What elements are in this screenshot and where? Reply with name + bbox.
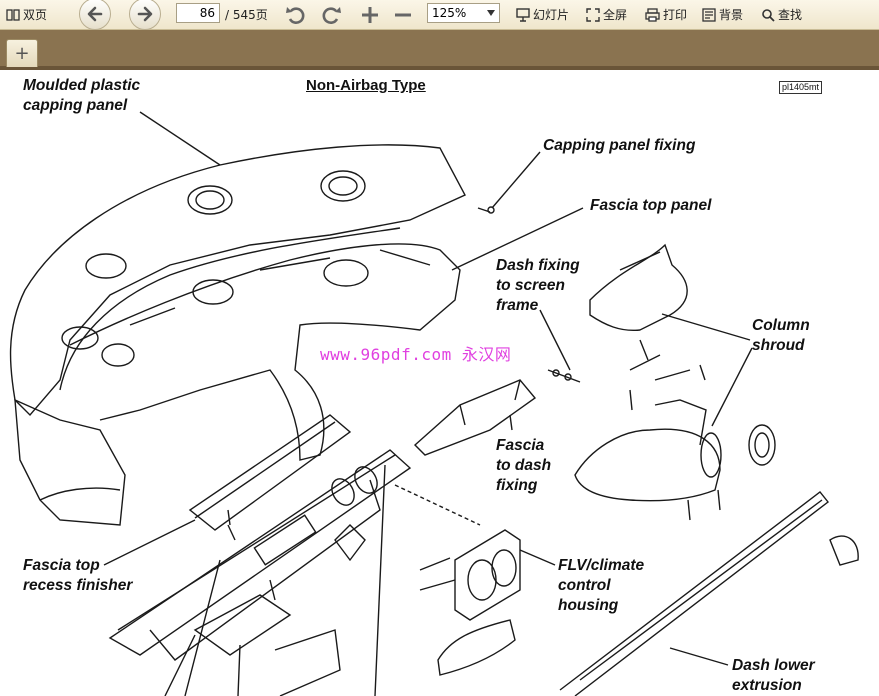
print-label: 打印 xyxy=(663,8,688,22)
zoom-out-button[interactable] xyxy=(392,0,414,29)
dual-page-button[interactable]: 双页 xyxy=(6,0,47,29)
exploded-diagram xyxy=(9,111,859,696)
printer-icon xyxy=(645,7,660,22)
label-fascia-top-panel: Fascia top panel xyxy=(590,197,712,214)
add-tab-button[interactable]: + xyxy=(6,39,38,67)
search-icon xyxy=(762,8,775,22)
arrow-right-icon xyxy=(137,6,153,22)
toolbar: 双页 86 / 545页 125% 幻灯片 全屏 打印 背景 查找 xyxy=(0,0,879,30)
slideshow-label: 幻灯片 xyxy=(533,8,570,22)
background-icon xyxy=(702,7,716,22)
figure-ref-code: pl1405mt xyxy=(779,81,823,94)
search-label: 查找 xyxy=(778,8,803,22)
label-fascia-to-dash: Fascia to dash fixing xyxy=(496,437,552,494)
page-number-input[interactable]: 86 xyxy=(176,3,220,23)
tab-bar: + xyxy=(0,30,879,70)
plus-icon xyxy=(362,6,378,23)
fullscreen-button[interactable]: 全屏 xyxy=(586,0,627,29)
zoom-in-button[interactable] xyxy=(359,0,381,29)
diagram-title: Non-Airbag Type xyxy=(306,77,426,94)
minus-icon xyxy=(395,13,411,16)
label-fascia-recess: Fascia top recess finisher xyxy=(23,557,133,594)
label-column-shroud: Column shroud xyxy=(752,317,810,354)
print-button[interactable]: 打印 xyxy=(645,0,687,29)
chevron-down-icon xyxy=(487,10,495,16)
background-button[interactable]: 背景 xyxy=(702,0,743,29)
arrow-left-icon xyxy=(87,6,103,22)
label-dash-lower: Dash lower extrusion xyxy=(732,657,815,694)
rotate-left-button[interactable] xyxy=(284,0,308,29)
dual-page-label: 双页 xyxy=(23,8,48,22)
book-icon xyxy=(6,8,20,22)
background-label: 背景 xyxy=(719,8,744,22)
fullscreen-icon xyxy=(586,7,600,22)
rotate-left-icon xyxy=(286,6,305,24)
zoom-value: 125% xyxy=(432,6,467,20)
label-moulded-panel: Moulded plastic capping panel xyxy=(23,77,141,114)
forward-button[interactable] xyxy=(129,0,161,30)
label-flv-housing: FLV/climate control housing xyxy=(558,557,645,614)
page-total: / 545页 xyxy=(225,8,268,22)
label-capping-fixing: Capping panel fixing xyxy=(543,137,696,154)
zoom-select[interactable]: 125% xyxy=(427,3,500,23)
watermark: www.96pdf.com 永汉网 xyxy=(320,345,512,364)
slideshow-button[interactable]: 幻灯片 xyxy=(516,0,569,29)
label-dash-fixing: Dash fixing to screen frame xyxy=(496,257,580,314)
fullscreen-label: 全屏 xyxy=(603,8,628,22)
presentation-icon xyxy=(516,7,530,22)
back-button[interactable] xyxy=(79,0,111,30)
rotate-right-button[interactable] xyxy=(319,0,343,29)
document-page: Non-Airbag Type pl1405mt Moulded plastic… xyxy=(0,70,879,696)
rotate-right-icon xyxy=(322,6,341,24)
search-button[interactable]: 查找 xyxy=(761,0,802,29)
